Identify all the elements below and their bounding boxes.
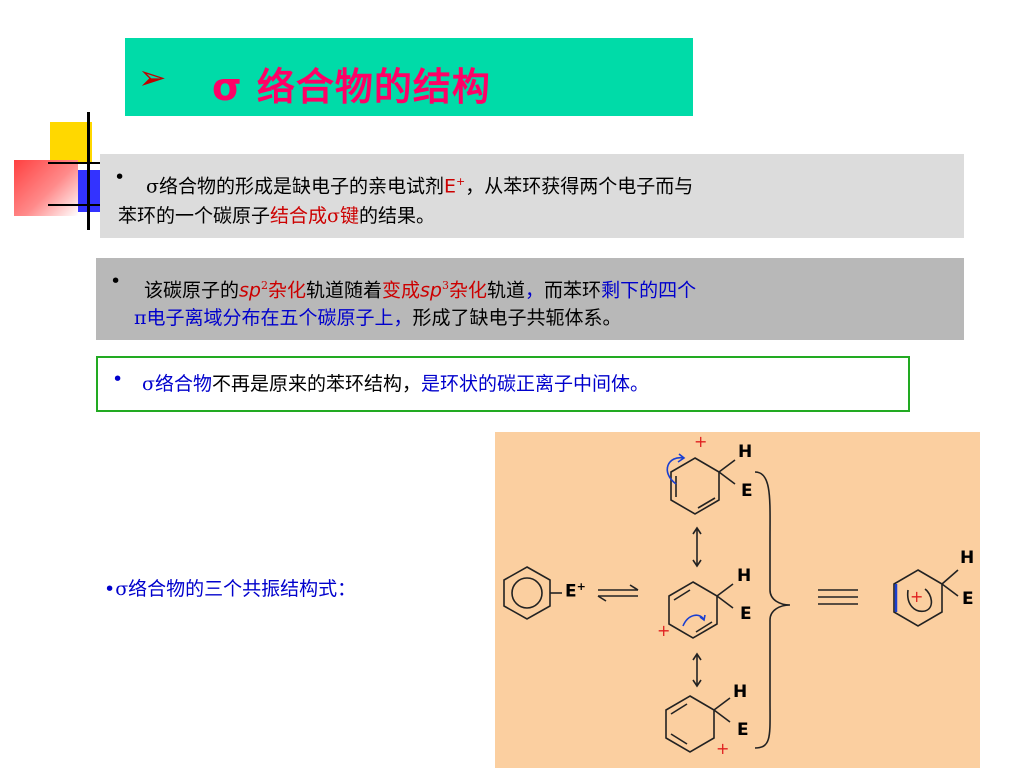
delocalized-arc xyxy=(906,588,933,613)
double-bond-line xyxy=(670,703,688,715)
text-segment: ，从苯环获得两个电子而与 xyxy=(465,175,694,198)
ring-middle xyxy=(668,581,718,639)
electrophile-label: E xyxy=(962,589,974,609)
ring-top xyxy=(670,457,720,515)
arrow-head xyxy=(692,526,702,535)
hydrogen-label: H xyxy=(960,548,975,568)
arrow-head xyxy=(699,614,706,622)
electrophile-label: E xyxy=(741,481,753,501)
double-bond-line xyxy=(695,621,713,633)
bond-line xyxy=(941,583,959,597)
text-segment: 的结果。 xyxy=(359,205,436,227)
double-bond-line xyxy=(673,589,691,601)
highlight-text: 杂化 xyxy=(449,279,488,302)
page-title: σ 络合物的结构 xyxy=(212,65,491,109)
text-segment: 。 xyxy=(630,373,650,395)
positive-charge: + xyxy=(910,587,924,606)
paragraph-carbocation: • σ络合物不再是原来的苯环结构，是环状的碳正离子中间体。 xyxy=(96,356,910,412)
bond-line xyxy=(941,569,959,585)
text-segment: 形成了缺电子共轭体系。 xyxy=(412,307,622,329)
highlight-text: sp xyxy=(239,279,261,302)
superscript: 3 xyxy=(442,279,449,292)
bond-line xyxy=(716,595,734,609)
electrophile-label: E xyxy=(740,604,752,624)
text-segment: 不再是原来的苯环结构， xyxy=(211,373,421,395)
highlight-text: σ络合物 xyxy=(142,373,212,395)
hydrogen-label: H xyxy=(733,682,748,702)
bond-line xyxy=(713,697,731,711)
highlight-text: 结合成σ键 xyxy=(270,205,359,227)
decor-horizontal-line xyxy=(48,162,108,164)
bond-line xyxy=(716,583,734,597)
resonance-label: •σ络合物的三个共振结构式： xyxy=(104,578,357,600)
text-segment: 轨道 xyxy=(487,279,526,302)
bullet: • xyxy=(110,270,122,292)
text-segment: σ络合物的形成是缺电子的亲电试剂 xyxy=(146,175,444,198)
text-segment: 而苯环 xyxy=(544,279,602,302)
paragraph-sigma-formation: • σ络合物的形成是缺电子的亲电试剂E+，从苯环获得两个电子而与 苯环的一个碳原… xyxy=(100,154,964,238)
highlight-text: π电子离域分布在五个碳原子上 xyxy=(134,307,394,329)
highlight-text: 剩下的四个 xyxy=(601,279,697,302)
arrow-head xyxy=(629,584,639,591)
bond-line xyxy=(713,709,731,723)
text-segment: ， xyxy=(393,307,413,329)
double-bond-line xyxy=(670,733,688,745)
highlight-text: sp xyxy=(420,279,442,302)
hydrogen-label: H xyxy=(737,566,752,586)
decor-vertical-line xyxy=(87,112,90,230)
benzene-aromatic-circle xyxy=(511,577,543,609)
double-bond-line xyxy=(697,497,716,509)
superscript: + xyxy=(456,175,466,188)
paragraph-text: 苯环的一个碳原子结合成σ键的结果。 xyxy=(118,200,958,232)
diagram-panel xyxy=(495,432,980,768)
bullet: • xyxy=(112,368,124,390)
electrophile-symbol: E xyxy=(443,175,456,198)
arrow-head xyxy=(597,595,607,602)
paragraph-text: σ络合物的形成是缺电子的亲电试剂E+，从苯环获得两个电子而与 xyxy=(146,166,956,202)
electrophile-label: E xyxy=(737,720,749,740)
text-segment: ， xyxy=(525,279,545,302)
paragraph-text: σ络合物不再是原来的苯环结构，是环状的碳正离子中间体。 xyxy=(142,368,902,400)
bond-line xyxy=(718,459,736,473)
bond-line xyxy=(718,471,736,485)
title-banner xyxy=(125,38,693,116)
highlight-text: 是环状的碳正离子中间体 xyxy=(421,373,631,395)
paragraph-hybridization: • 该碳原子的sp2杂化轨道随着变成sp3杂化轨道，而苯环剩下的四个 π电子离域… xyxy=(96,258,964,340)
decor-yellow-square xyxy=(50,122,92,164)
positive-charge: + xyxy=(657,621,671,640)
ring-bottom xyxy=(665,695,715,753)
arrow-head xyxy=(692,652,702,661)
paragraph-text: π电子离域分布在五个碳原子上，形成了缺电子共轭体系。 xyxy=(134,302,954,334)
curved-arrow xyxy=(666,456,685,485)
arrow-head xyxy=(692,679,702,688)
decor-horizontal-line xyxy=(48,204,108,206)
electrophile-label: E+ xyxy=(565,580,586,602)
arrow-head xyxy=(677,453,686,463)
text-segment: 该碳原子的 xyxy=(144,279,240,302)
title-arrow-icon: ➢ xyxy=(138,58,167,98)
text-segment: 轨道随着 xyxy=(306,279,383,302)
arrow-head xyxy=(692,559,702,568)
superscript: 2 xyxy=(260,279,268,292)
benzene-ring xyxy=(503,566,551,620)
text-segment: 苯环的一个碳原子 xyxy=(118,205,271,227)
hydrogen-label: H xyxy=(738,442,753,462)
brace xyxy=(754,471,791,749)
highlight-text: 变成 xyxy=(382,279,421,302)
positive-charge: + xyxy=(694,432,708,451)
paragraph-text: 该碳原子的sp2杂化轨道随着变成sp3杂化轨道，而苯环剩下的四个 xyxy=(144,270,964,306)
decor-red-square xyxy=(14,160,78,216)
positive-charge: + xyxy=(716,739,730,758)
highlight-text: 杂化 xyxy=(267,279,306,302)
bullet: • xyxy=(114,166,126,188)
